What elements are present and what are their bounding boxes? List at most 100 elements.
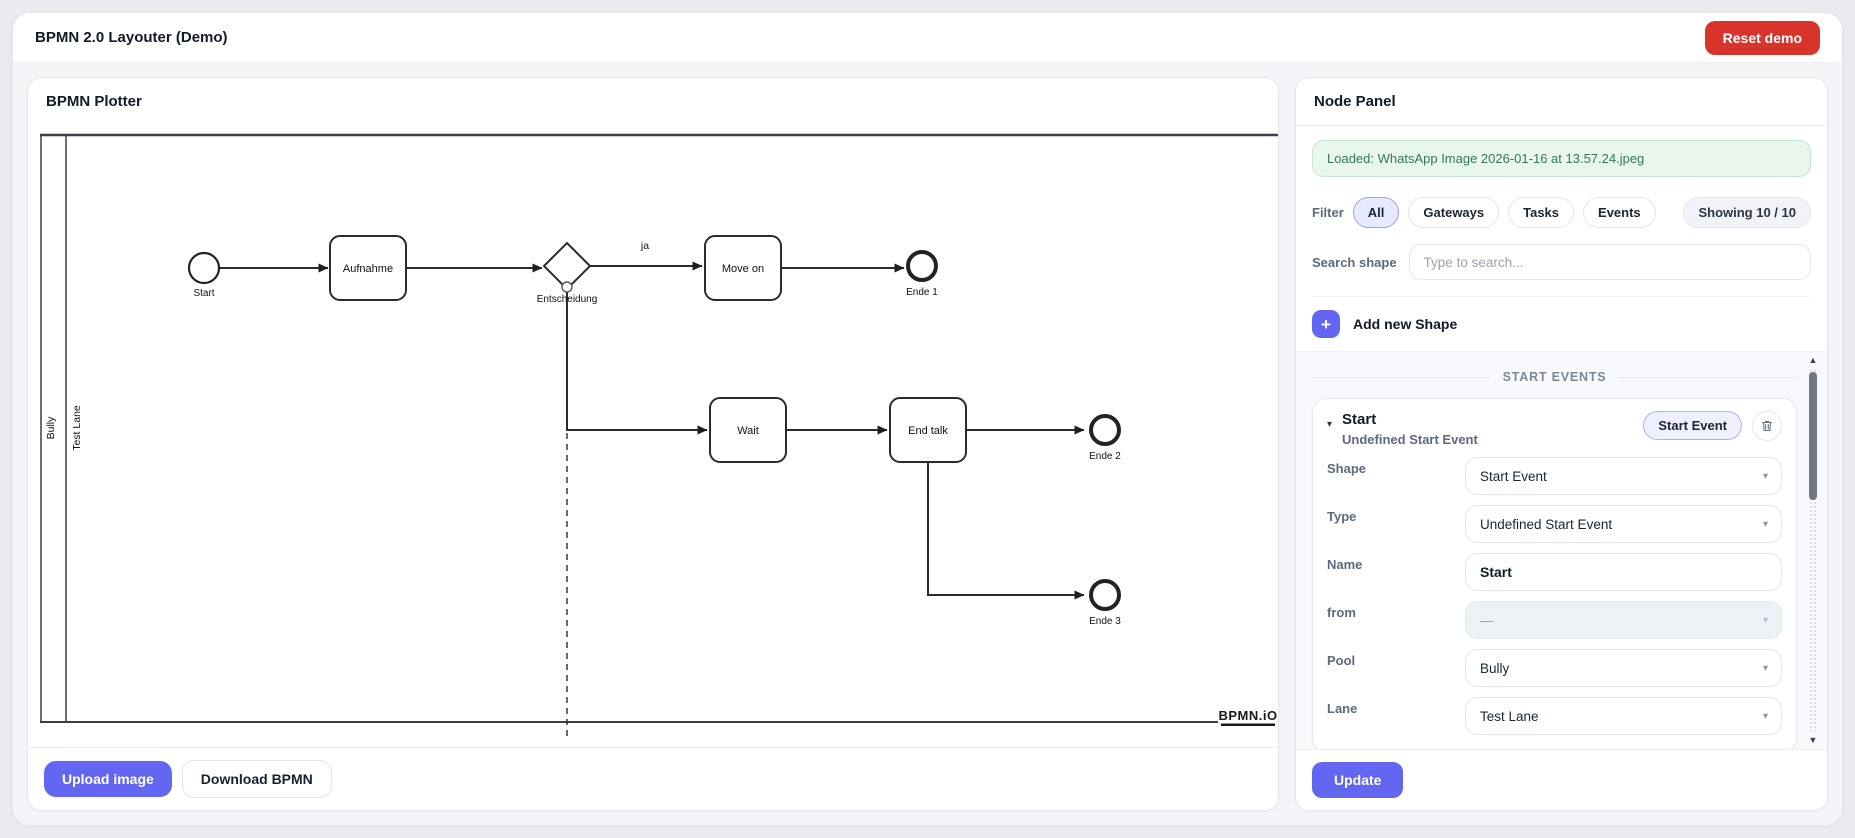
add-new-shape-label: Add new Shape: [1353, 316, 1458, 332]
sequence-flow-8: [927, 462, 1085, 600]
node-panel-title: Node Panel: [1296, 78, 1827, 126]
scrollbar-track[interactable]: [1809, 369, 1817, 732]
showing-count-badge: Showing 10 / 10: [1683, 197, 1811, 228]
task-end-talk[interactable]: End talk: [889, 397, 967, 463]
gateway-label: Entscheidung: [537, 294, 598, 305]
lane-label: Test Lane: [71, 405, 83, 451]
task-label: Aufnahme: [343, 263, 393, 275]
filter-row: Filter All Gateways Tasks Events Showing 10…: [1312, 197, 1811, 228]
chevron-down-icon: ▾: [1762, 662, 1768, 674]
pool-label: Bully: [45, 416, 57, 440]
field-label-name: Name: [1327, 557, 1363, 572]
field-value: —: [1480, 612, 1494, 628]
shape-card-titles: Start Undefined Start Event: [1342, 411, 1478, 447]
event-label: Ende 2: [1089, 451, 1121, 462]
shape-card-subtitle: Undefined Start Event: [1342, 432, 1478, 447]
task-label: Move on: [722, 263, 764, 275]
trash-icon: [1761, 420, 1773, 432]
loaded-status-message: Loaded: WhatsApp Image 2026-01-16 at 13.…: [1312, 140, 1811, 177]
delete-shape-button[interactable]: [1752, 411, 1782, 441]
field-select-shape[interactable]: Start Event▾: [1465, 457, 1782, 495]
event-label: Ende 1: [906, 287, 938, 298]
shape-card-start: ▾ Start Undefined Start Event Start Even…: [1312, 398, 1797, 749]
search-shape-label: Search shape: [1312, 254, 1397, 270]
field-row-shape: Shape Start Event▾: [1327, 457, 1782, 495]
shape-type-badge: Start Event: [1643, 411, 1742, 440]
search-shape-input[interactable]: [1408, 244, 1811, 280]
app-header: BPMN 2.0 Layouter (Demo) Reset demo: [13, 13, 1842, 63]
scroll-up-icon[interactable]: ▲: [1808, 355, 1818, 365]
plus-icon[interactable]: +: [1312, 310, 1340, 338]
add-shape-row: + Add new Shape: [1312, 297, 1811, 351]
node-panel-card: Node Panel Loaded: WhatsApp Image 2026-0…: [1295, 77, 1828, 811]
shape-card-title: Start: [1342, 411, 1377, 428]
end-ende-3[interactable]: Ende 3: [1089, 579, 1121, 627]
field-select-pool[interactable]: Bully ▾: [1465, 649, 1782, 687]
section-header-start-events: START EVENTS: [1312, 370, 1798, 384]
field-label-pool: Pool: [1327, 653, 1356, 668]
app-title: BPMN 2.0 Layouter (Demo): [35, 29, 228, 46]
start-start[interactable]: Start: [187, 251, 221, 299]
field-row-lane: Lane Test Lane▾: [1327, 697, 1782, 735]
field-row-from: from—▾: [1327, 601, 1782, 639]
chevron-down-icon: ▾: [1762, 710, 1768, 722]
bpmn-io-watermark: BPMN.iO: [1218, 707, 1278, 726]
event-label: Ende 3: [1089, 616, 1121, 627]
end-ende-1[interactable]: Ende 1: [906, 250, 938, 298]
field-label-type: Type: [1327, 509, 1357, 524]
svg-text:BPMN.iO: BPMN.iO: [1218, 708, 1277, 723]
task-wait[interactable]: Wait: [709, 397, 787, 463]
pool-bully: Bully Test Lane: [40, 133, 1278, 723]
filter-tasks[interactable]: Tasks: [1508, 197, 1575, 228]
task-move-on[interactable]: Move on: [704, 235, 782, 301]
sequence-flow-3: ja: [589, 240, 703, 271]
task-aufnahme[interactable]: Aufnahme: [329, 235, 407, 301]
collapse-caret-icon[interactable]: ▾: [1327, 419, 1333, 430]
field-value: Bully: [1480, 660, 1510, 676]
plotter-footer: Upload image Download BPMN: [28, 747, 1278, 810]
filter-pills: All Gateways Tasks Events: [1352, 197, 1656, 228]
plotter-title: BPMN Plotter: [46, 93, 142, 110]
shape-card-header: ▾ Start Undefined Start Event Start Even…: [1327, 411, 1782, 447]
upload-image-button[interactable]: Upload image: [44, 761, 172, 797]
scroll-down-icon[interactable]: ▼: [1808, 735, 1818, 745]
task-label: End talk: [908, 425, 948, 437]
list-scrollbar[interactable]: ▲ ▼: [1807, 356, 1819, 745]
app-window: BPMN 2.0 Layouter (Demo) Reset demo BPMN…: [12, 12, 1843, 826]
end-ende-2[interactable]: Ende 2: [1089, 414, 1121, 462]
search-row: Search shape: [1312, 244, 1811, 297]
field-label-lane: Lane: [1327, 701, 1358, 716]
field-label-shape: Shape: [1327, 461, 1367, 476]
chevron-down-icon: ▾: [1762, 518, 1768, 530]
field-value: Undefined Start Event: [1480, 516, 1613, 532]
scrollbar-thumb[interactable]: [1809, 372, 1817, 500]
update-button[interactable]: Update: [1312, 762, 1404, 798]
field-select-from[interactable]: —▾: [1465, 601, 1782, 639]
divider: [1312, 376, 1491, 378]
node-panel-body: Loaded: WhatsApp Image 2026-01-16 at 13.…: [1296, 126, 1827, 351]
reset-demo-button[interactable]: Reset demo: [1704, 20, 1820, 55]
field-row-pool: Pool Bully ▾: [1327, 649, 1782, 687]
download-bpmn-button[interactable]: Download BPMN: [181, 760, 332, 798]
filter-label: Filter: [1312, 205, 1344, 220]
filter-gateways[interactable]: Gateways: [1408, 197, 1500, 228]
field-select-type[interactable]: Undefined Start Event ▾: [1465, 505, 1782, 543]
field-row-type: Type Undefined Start Event ▾: [1327, 505, 1782, 543]
divider: [1618, 376, 1798, 378]
field-input-name[interactable]: [1480, 564, 1767, 580]
sequence-flow-5: [566, 289, 708, 435]
chevron-down-icon: ▾: [1762, 614, 1768, 626]
filter-all[interactable]: All: [1352, 197, 1400, 228]
gateway-entscheidung[interactable]: Entscheidung: [537, 241, 598, 305]
event-label: Start: [193, 288, 214, 299]
filter-events[interactable]: Events: [1583, 197, 1656, 228]
task-label: Wait: [737, 425, 759, 437]
field-label-from: from: [1327, 605, 1356, 620]
shape-list: START EVENTS ▾ Start Undefined Start Eve…: [1296, 351, 1827, 749]
connection-handle[interactable]: [561, 281, 573, 293]
field-select-lane[interactable]: Test Lane▾: [1465, 697, 1782, 735]
